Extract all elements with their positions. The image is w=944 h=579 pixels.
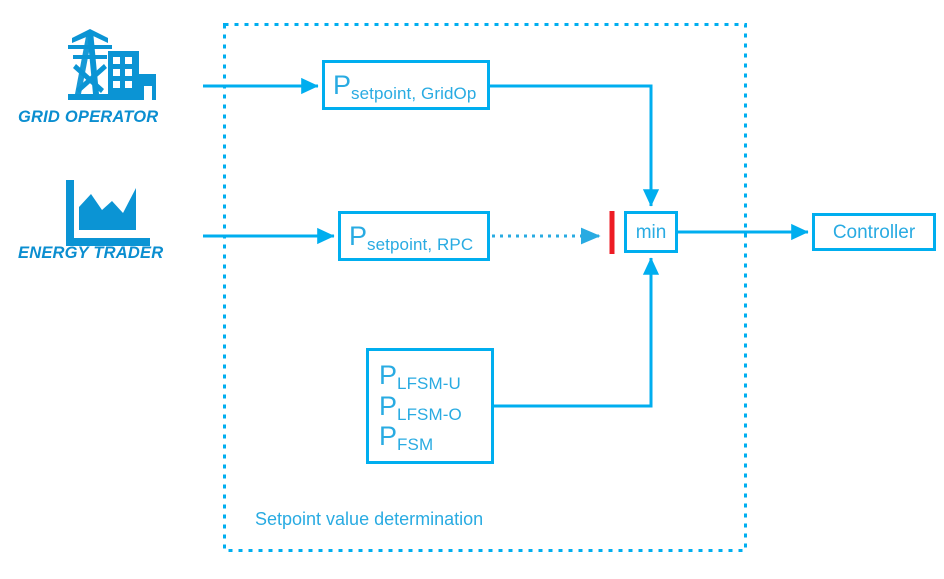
group-caption: Setpoint value determination [255,509,484,529]
grid-operator-label: GRID OPERATOR [18,108,159,126]
block-lfsm-fsm[interactable]: PLFSM-U PLFSM-O PFSM [366,348,494,464]
energy-trader-label: ENERGY TRADER [18,244,164,262]
block-min-label: min [635,221,667,243]
formula-base: P [379,390,398,421]
formula-base: P [379,421,398,452]
formula-subscript: setpoint, RPC [367,234,474,254]
lfsm-u-formula: PLFSM-U [379,360,491,393]
formula-base: P [379,360,398,391]
formula-base: P [333,69,352,100]
area-chart-icon [66,180,150,246]
block-setpoint-gridop[interactable]: Psetpoint, GridOp [322,60,490,110]
block-setpoint-rpc-formula: Psetpoint, RPC [349,220,487,253]
block-setpoint-rpc[interactable]: Psetpoint, RPC [338,211,490,261]
block-controller[interactable]: Controller [812,213,936,251]
lfsm-o-formula: PLFSM-O [379,390,491,424]
formula-subscript: LFSM-U [397,374,461,394]
group-boundary [223,23,747,552]
connector-lfsm-to-min [494,257,660,408]
formula-subscript: setpoint, GridOp [351,83,477,103]
formula-base: P [349,220,368,251]
transmission-tower-buildings-icon [64,24,156,104]
formula-subscript: LFSM-O [397,404,462,424]
block-min[interactable]: min [624,211,678,253]
block-setpoint-gridop-formula: Psetpoint, GridOp [333,69,487,102]
fsm-formula: PFSM [379,421,491,454]
block-controller-label: Controller [832,221,916,243]
formula-subscript: FSM [397,435,434,455]
connector-gridop-setpoint-to-min [490,84,660,207]
